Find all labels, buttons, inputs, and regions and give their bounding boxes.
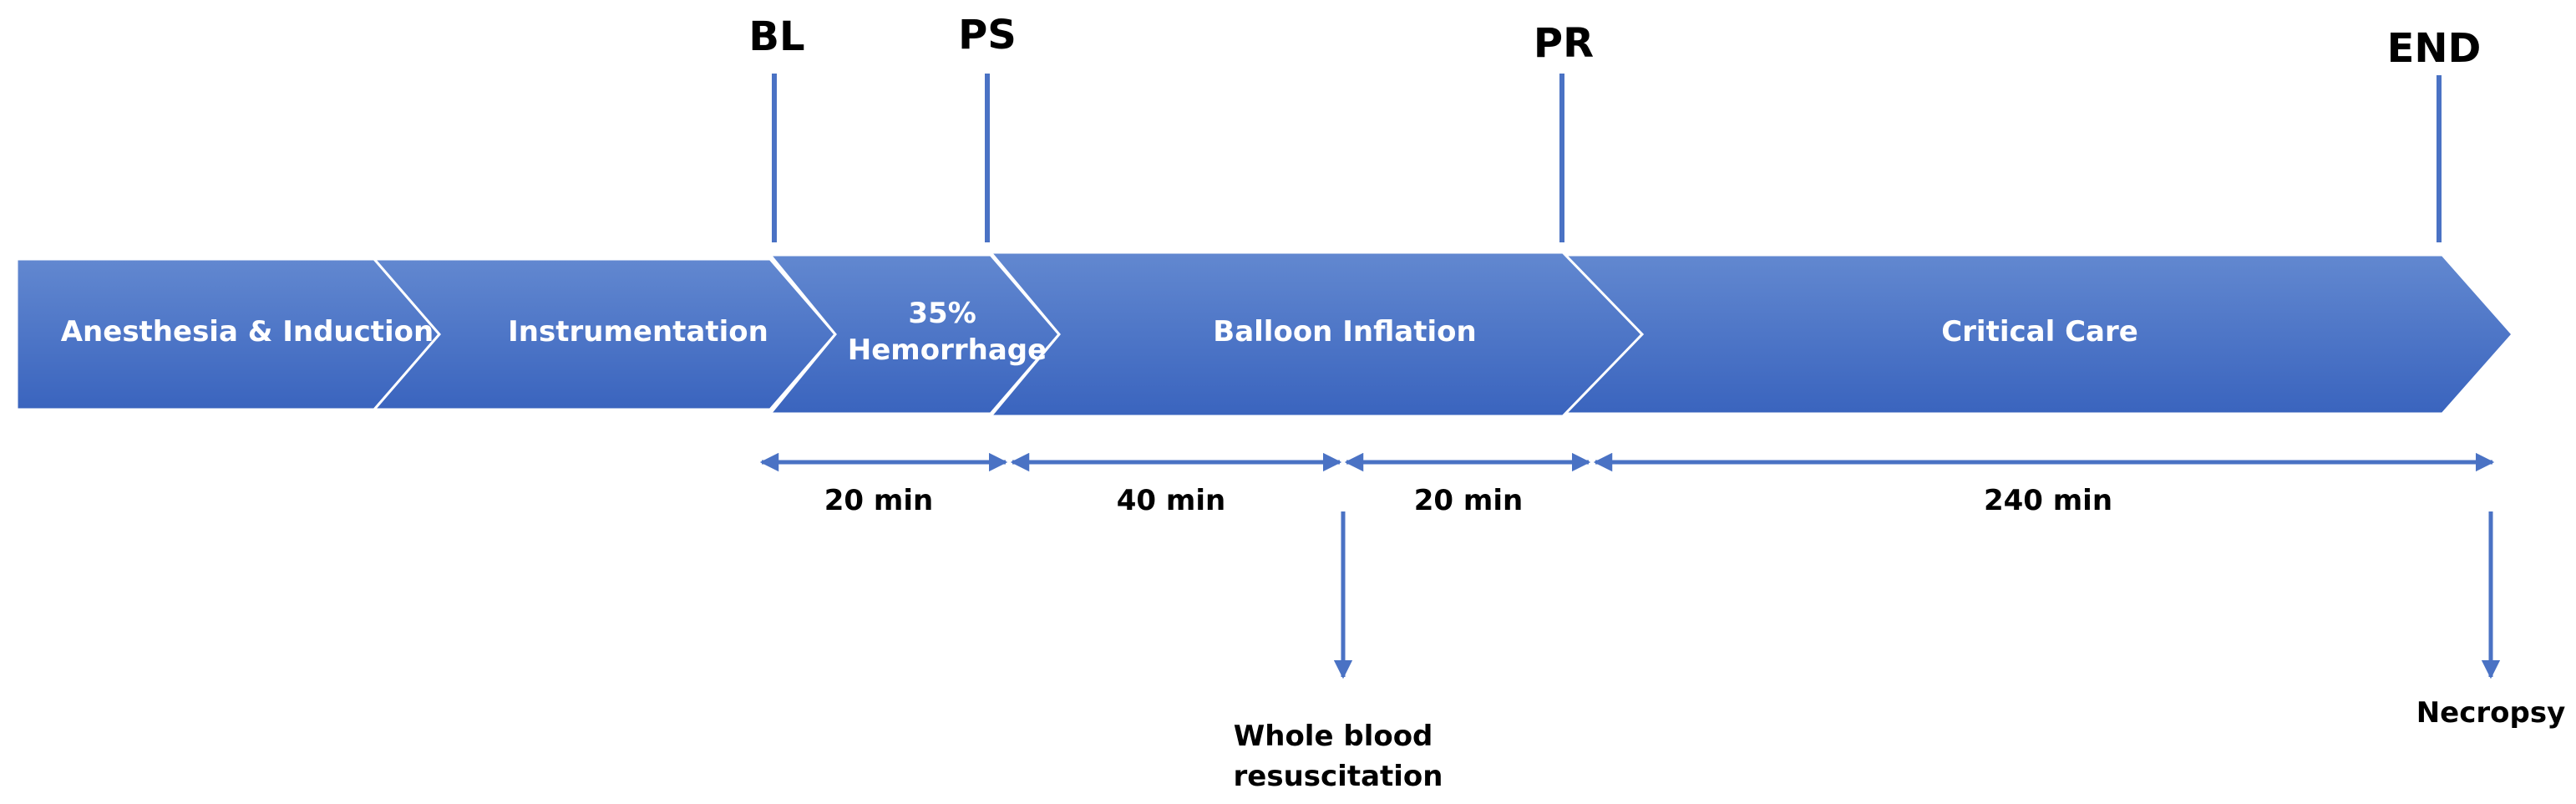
phase-instrumentation-label: Instrumentation [508, 315, 768, 349]
phase-balloon-chevron [987, 251, 1645, 418]
duration-label-3: 20 min [1414, 484, 1523, 517]
milestone-pr-label: PR [1534, 20, 1594, 67]
milestones: BL PS PR END [748, 12, 2481, 242]
phase-balloon-label: Balloon Inflation [1213, 315, 1476, 349]
phase-critical-chevron [1562, 253, 2515, 415]
milestone-ps-label: PS [958, 12, 1017, 59]
events: Whole blood resuscitation Necropsy [1234, 511, 2566, 793]
phase-anesthesia-label: Anesthesia & Induction [61, 315, 434, 349]
phase-critical-label: Critical Care [1941, 315, 2138, 349]
milestone-bl-label: BL [748, 13, 804, 60]
phase-instrumentation-chevron [371, 257, 837, 411]
duration-label-1: 20 min [824, 484, 933, 517]
duration-label-2: 40 min [1117, 484, 1225, 517]
phase-bar: Anesthesia & Induction Instrumentation 3… [15, 251, 2515, 418]
phase-hemorrhage-chevron [767, 253, 1061, 415]
duration-label-4: 240 min [1984, 484, 2112, 517]
event-necropsy-label: Necropsy [2416, 696, 2566, 730]
event-whole-blood-label: Whole blood resuscitation [1234, 720, 1443, 793]
milestone-end-label: END [2387, 25, 2482, 72]
durations: 20 min 40 min 20 min 240 min [759, 452, 2495, 517]
phase-hemorrhage-label: 35% Hemorrhage [848, 297, 1047, 367]
